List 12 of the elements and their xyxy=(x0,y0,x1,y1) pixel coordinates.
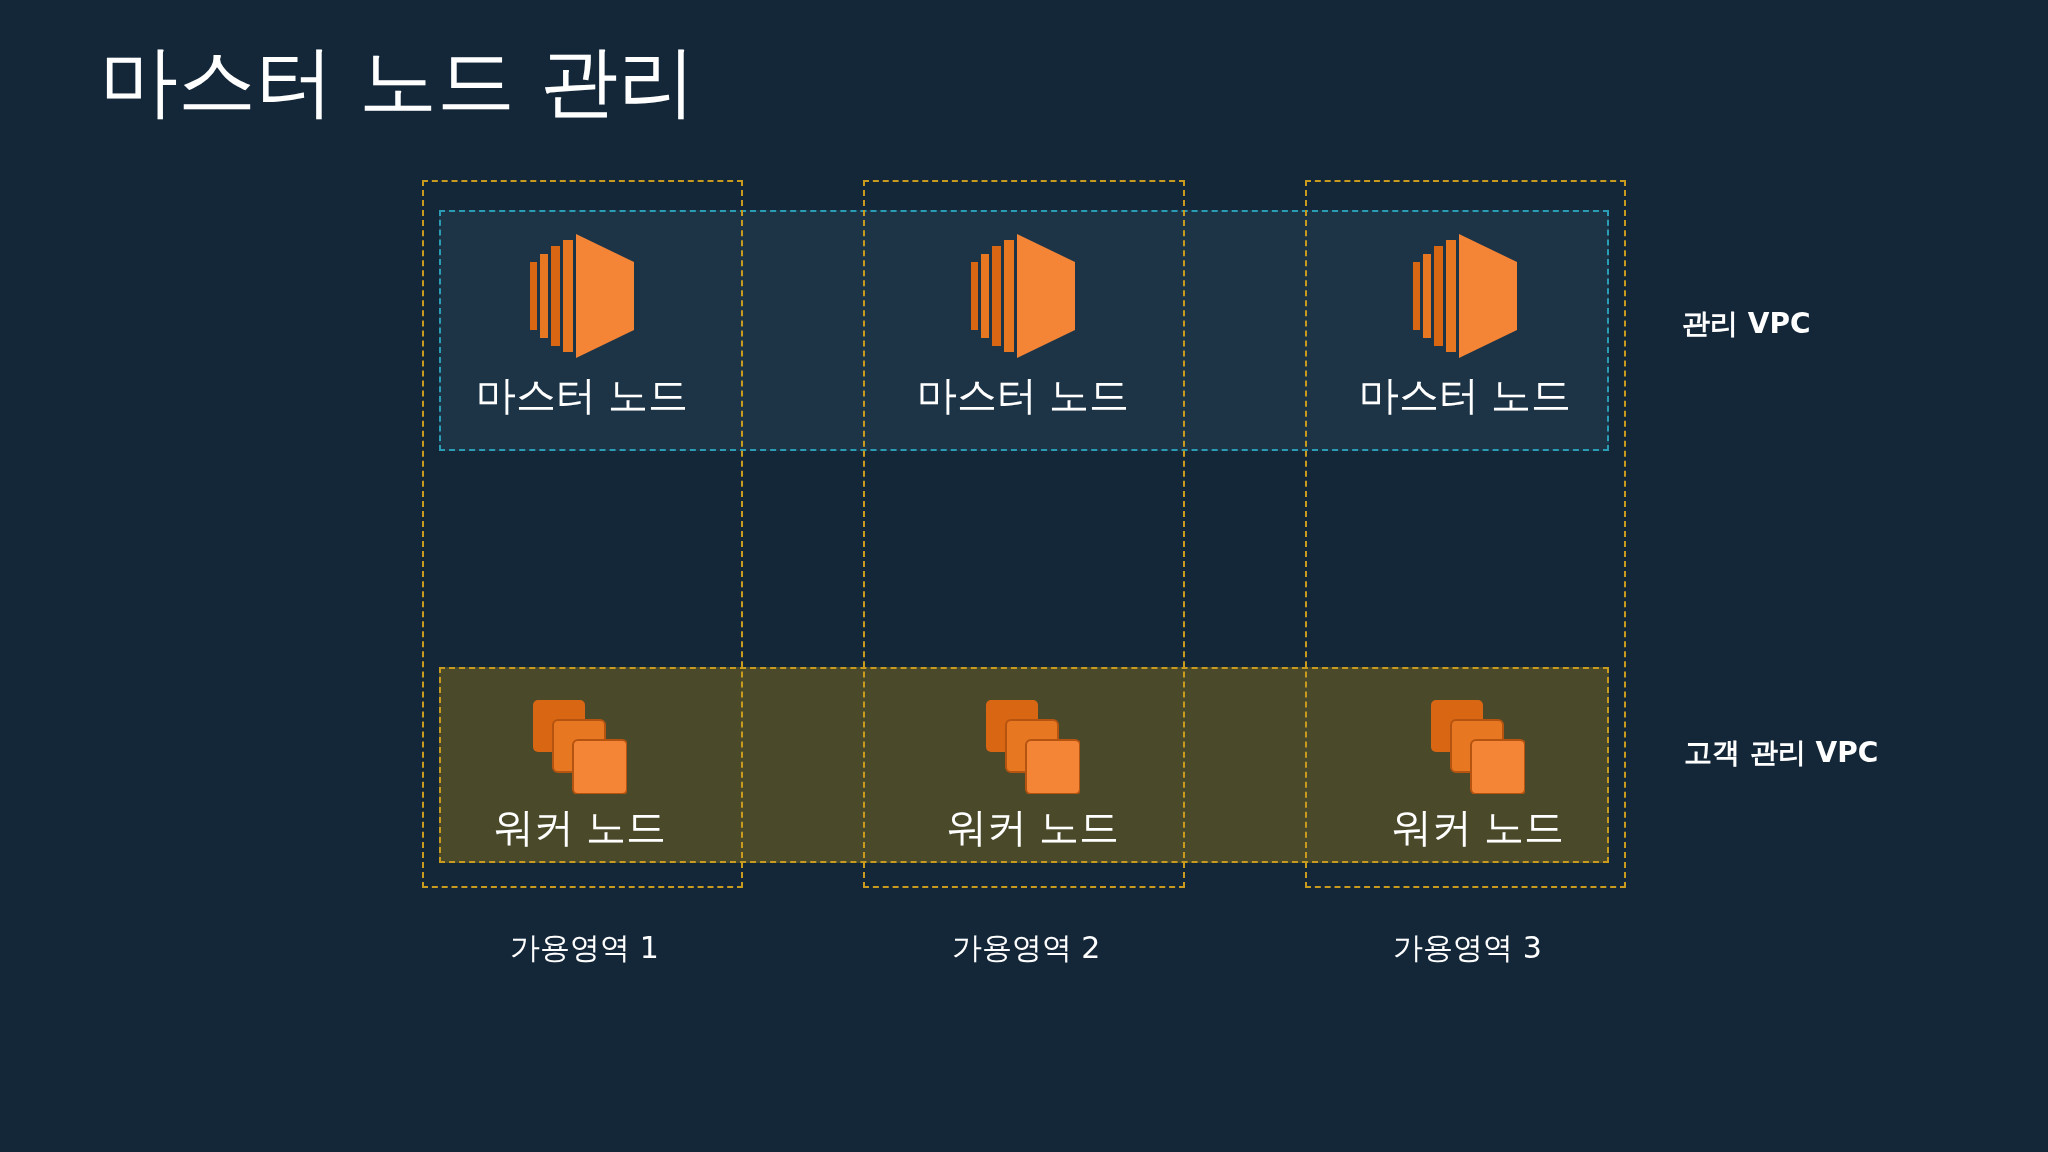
node-label: 마스터 노드 xyxy=(1335,368,1595,423)
vpc-label: 관리 VPC xyxy=(1682,306,1811,342)
node-label: 워커 노드 xyxy=(903,800,1163,855)
zone-label: 가용영역 2 xyxy=(950,929,1102,967)
zone-label: 가용영역 1 xyxy=(509,929,660,967)
node-label: 마스터 노드 xyxy=(452,368,712,423)
node-label: 워커 노드 xyxy=(1348,800,1608,855)
vpc-label: 고객 관리 VPC xyxy=(1684,735,1879,771)
node-label: 마스터 노드 xyxy=(893,368,1153,423)
slide-title: 마스터 노드 관리 xyxy=(100,35,696,128)
zone-label: 가용영역 3 xyxy=(1392,929,1543,967)
node-label: 워커 노드 xyxy=(450,800,710,855)
